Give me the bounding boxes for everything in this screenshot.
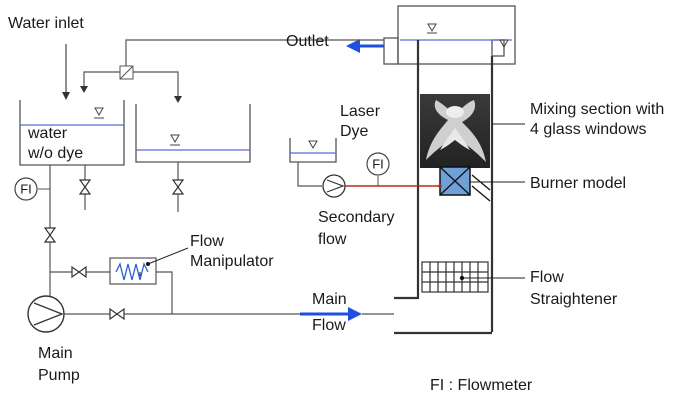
mixing-section-label-1: Mixing section with <box>530 101 664 118</box>
water-level-triangle-icon <box>427 23 437 33</box>
water-level-triangle-icon <box>170 134 180 144</box>
flow-straightener-label-2: Straightener <box>530 291 618 308</box>
tank-secondary-reservoir <box>135 104 251 163</box>
flow-manipulator-label-2: Manipulator <box>190 253 274 270</box>
flow-manipulator-label-1: Flow <box>190 233 224 250</box>
laser-dye-label-2: Dye <box>340 123 369 140</box>
main-flow-label-1: Main <box>312 291 347 308</box>
flowmeter-icon <box>366 152 390 176</box>
laser-dye-label-1: Laser <box>340 103 381 120</box>
valve-icon <box>71 265 87 279</box>
tank-laser-dye <box>289 138 337 163</box>
valve-icon <box>43 227 57 243</box>
valve-icon <box>171 179 185 195</box>
water-inlet-label: Water inlet <box>8 15 84 32</box>
valve-icon <box>78 179 92 195</box>
tank-water-no-dye <box>19 100 125 166</box>
test-channel <box>394 40 494 332</box>
flowmeter-left-label: FI <box>20 182 32 197</box>
pump-icon <box>27 295 65 333</box>
water-level-triangle-icon <box>499 39 509 49</box>
outlet-label: Outlet <box>286 33 329 50</box>
outlet-pipe <box>125 39 384 66</box>
secondary-flow-label-2: flow <box>318 231 347 248</box>
flow-arrow-icon <box>80 86 88 93</box>
flow-arrow-icon <box>346 39 360 53</box>
flow-straightener-label-1: Flow <box>530 269 564 286</box>
flow-straightener <box>421 261 489 293</box>
main-pump-label-1: Main <box>38 345 73 362</box>
burner-model-label: Burner model <box>530 175 626 192</box>
water-level-triangle-icon <box>308 140 318 150</box>
mixing-section-label-2: 4 glass windows <box>530 121 647 138</box>
flowmeter-right-label: FI <box>372 157 384 172</box>
valve-icon <box>109 307 125 321</box>
flowmeter-icon <box>14 177 38 201</box>
water-level-triangle-icon <box>94 107 104 117</box>
flow-arrow-icon <box>348 307 362 321</box>
mixing-section-image <box>420 94 490 168</box>
secondary-flow-label-1: Secondary <box>318 209 395 226</box>
main-flow-label-2: Flow <box>312 317 346 334</box>
tank-water-label-1: water <box>27 125 68 142</box>
tank-water-label-2: w/o dye <box>27 145 83 162</box>
main-pump-label-2: Pump <box>38 367 80 384</box>
flow-arrow-icon <box>62 92 70 100</box>
flow-arrow-icon <box>174 96 182 103</box>
outlet-tank <box>383 5 516 65</box>
flowmeter-legend: FI : Flowmeter <box>430 377 533 394</box>
burner-model <box>439 166 471 196</box>
